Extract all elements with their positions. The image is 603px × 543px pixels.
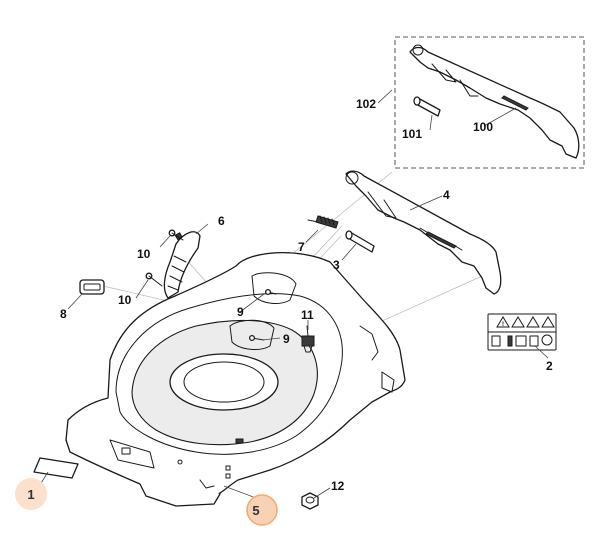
callout-5[interactable]: 5 — [252, 503, 259, 518]
callout-100[interactable]: 100 — [473, 120, 493, 134]
callout-labels: 102 101 100 4 6 10 7 3 10 8 9 11 9 2 12 — [60, 97, 553, 493]
callout-8[interactable]: 8 — [60, 307, 67, 321]
screw-10-upper[interactable] — [168, 229, 184, 241]
axle-rod-101[interactable] — [413, 96, 441, 117]
callout-101[interactable]: 101 — [402, 127, 422, 141]
callout-3[interactable]: 3 — [333, 258, 340, 272]
callout-7[interactable]: 7 — [298, 240, 305, 254]
torsion-spring-7[interactable] — [307, 215, 339, 229]
callout-10-upper[interactable]: 10 — [137, 247, 151, 261]
warning-sign-label[interactable]: ! — [487, 313, 557, 351]
screw-10-lower[interactable] — [145, 272, 163, 287]
callout-12[interactable]: 12 — [331, 479, 345, 493]
callout-9-lower[interactable]: 9 — [283, 332, 290, 346]
callout-10-lower[interactable]: 10 — [118, 293, 132, 307]
callout-102[interactable]: 102 — [356, 97, 376, 111]
callout-4[interactable]: 4 — [443, 188, 450, 202]
label-sheet[interactable] — [33, 457, 79, 479]
nut-12[interactable] — [301, 492, 319, 510]
warning-triangle-icons: ! — [496, 316, 555, 328]
callout-2[interactable]: 2 — [546, 359, 553, 373]
callout-1[interactable]: 1 — [27, 487, 34, 502]
side-bracket-6[interactable] — [163, 231, 201, 299]
callout-11[interactable]: 11 — [301, 308, 314, 322]
bolt-11[interactable] — [301, 325, 315, 353]
svg-text:!: ! — [502, 322, 504, 328]
mower-deck-housing[interactable] — [65, 251, 406, 507]
rear-flap-100[interactable] — [409, 44, 580, 159]
callout-9-upper[interactable]: 9 — [237, 305, 244, 319]
rear-flap-4[interactable] — [345, 170, 502, 295]
badge-8[interactable] — [79, 279, 105, 295]
stop-symbol-icon — [541, 334, 553, 346]
callout-6[interactable]: 6 — [218, 214, 225, 228]
axle-rod-3[interactable] — [345, 230, 375, 253]
highlight-callout-5[interactable]: 5 — [246, 494, 278, 526]
highlight-callout-1[interactable]: 1 — [15, 478, 47, 510]
